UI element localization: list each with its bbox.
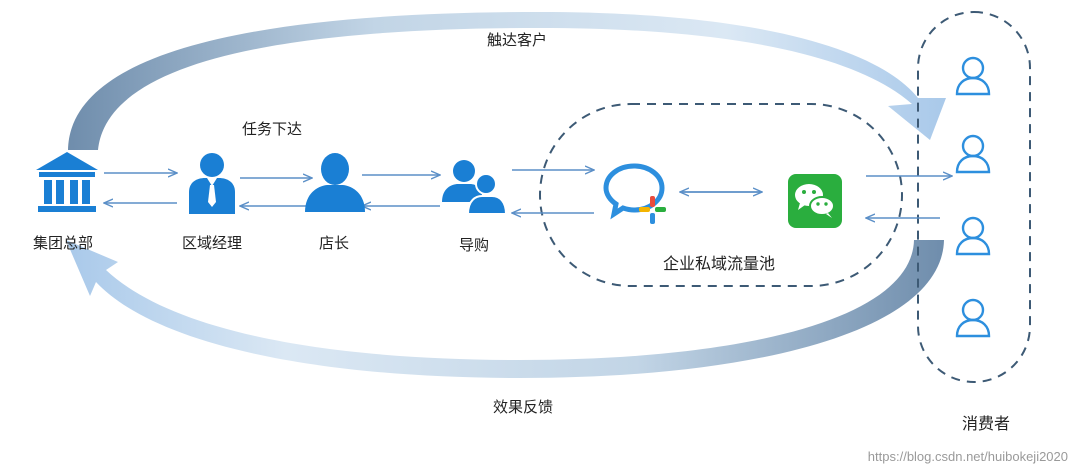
- watermark: https://blog.csdn.net/huibokeji2020: [867, 449, 1068, 464]
- wechat-icon: [788, 174, 842, 228]
- private-traffic-pool: [539, 103, 903, 287]
- consumer-icon: [955, 298, 991, 338]
- consumer-icon: [955, 216, 991, 256]
- manager-icon: [189, 153, 235, 214]
- store-manager-label: 店长: [318, 234, 350, 252]
- hq-label: 集团总部: [32, 234, 94, 252]
- feedback-label: 效果反馈: [493, 398, 554, 416]
- flow-arrows: [104, 170, 952, 218]
- shopping-guide-icon: [442, 160, 508, 215]
- wework-icon: [603, 163, 666, 224]
- consumer-icon: [955, 134, 991, 174]
- store-manager-icon: [305, 153, 365, 212]
- consumer-group: [917, 11, 1031, 383]
- consumer-label: 消费者: [961, 414, 1011, 433]
- building-icon: [36, 152, 98, 212]
- consumer-icon: [955, 56, 991, 96]
- reach-customers-label: 触达客户: [487, 31, 548, 49]
- shopping-guide-label: 导购: [458, 236, 490, 254]
- regional-manager-label: 区域经理: [181, 234, 243, 252]
- private-pool-label: 企业私域流量池: [662, 254, 776, 273]
- task-assignment-label: 任务下达: [242, 120, 303, 138]
- feedback-arc: [66, 240, 944, 378]
